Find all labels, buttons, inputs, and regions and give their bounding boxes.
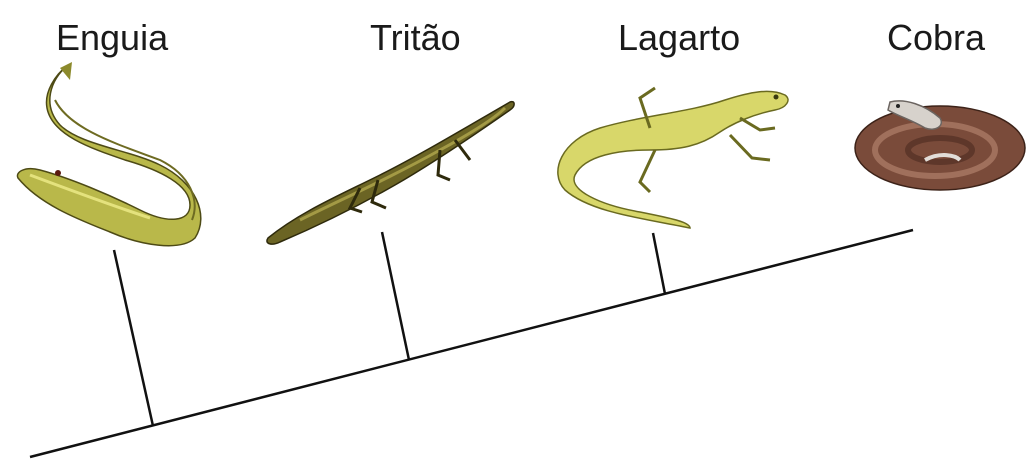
branch-lagarto bbox=[653, 233, 665, 294]
snake-illustration bbox=[855, 101, 1025, 190]
newt-illustration bbox=[267, 102, 514, 244]
branch-enguia bbox=[114, 250, 153, 426]
cladogram-trunk bbox=[30, 230, 913, 457]
eel-illustration bbox=[17, 62, 200, 246]
lizard-illustration bbox=[558, 88, 788, 228]
branch-tritao bbox=[382, 232, 409, 360]
